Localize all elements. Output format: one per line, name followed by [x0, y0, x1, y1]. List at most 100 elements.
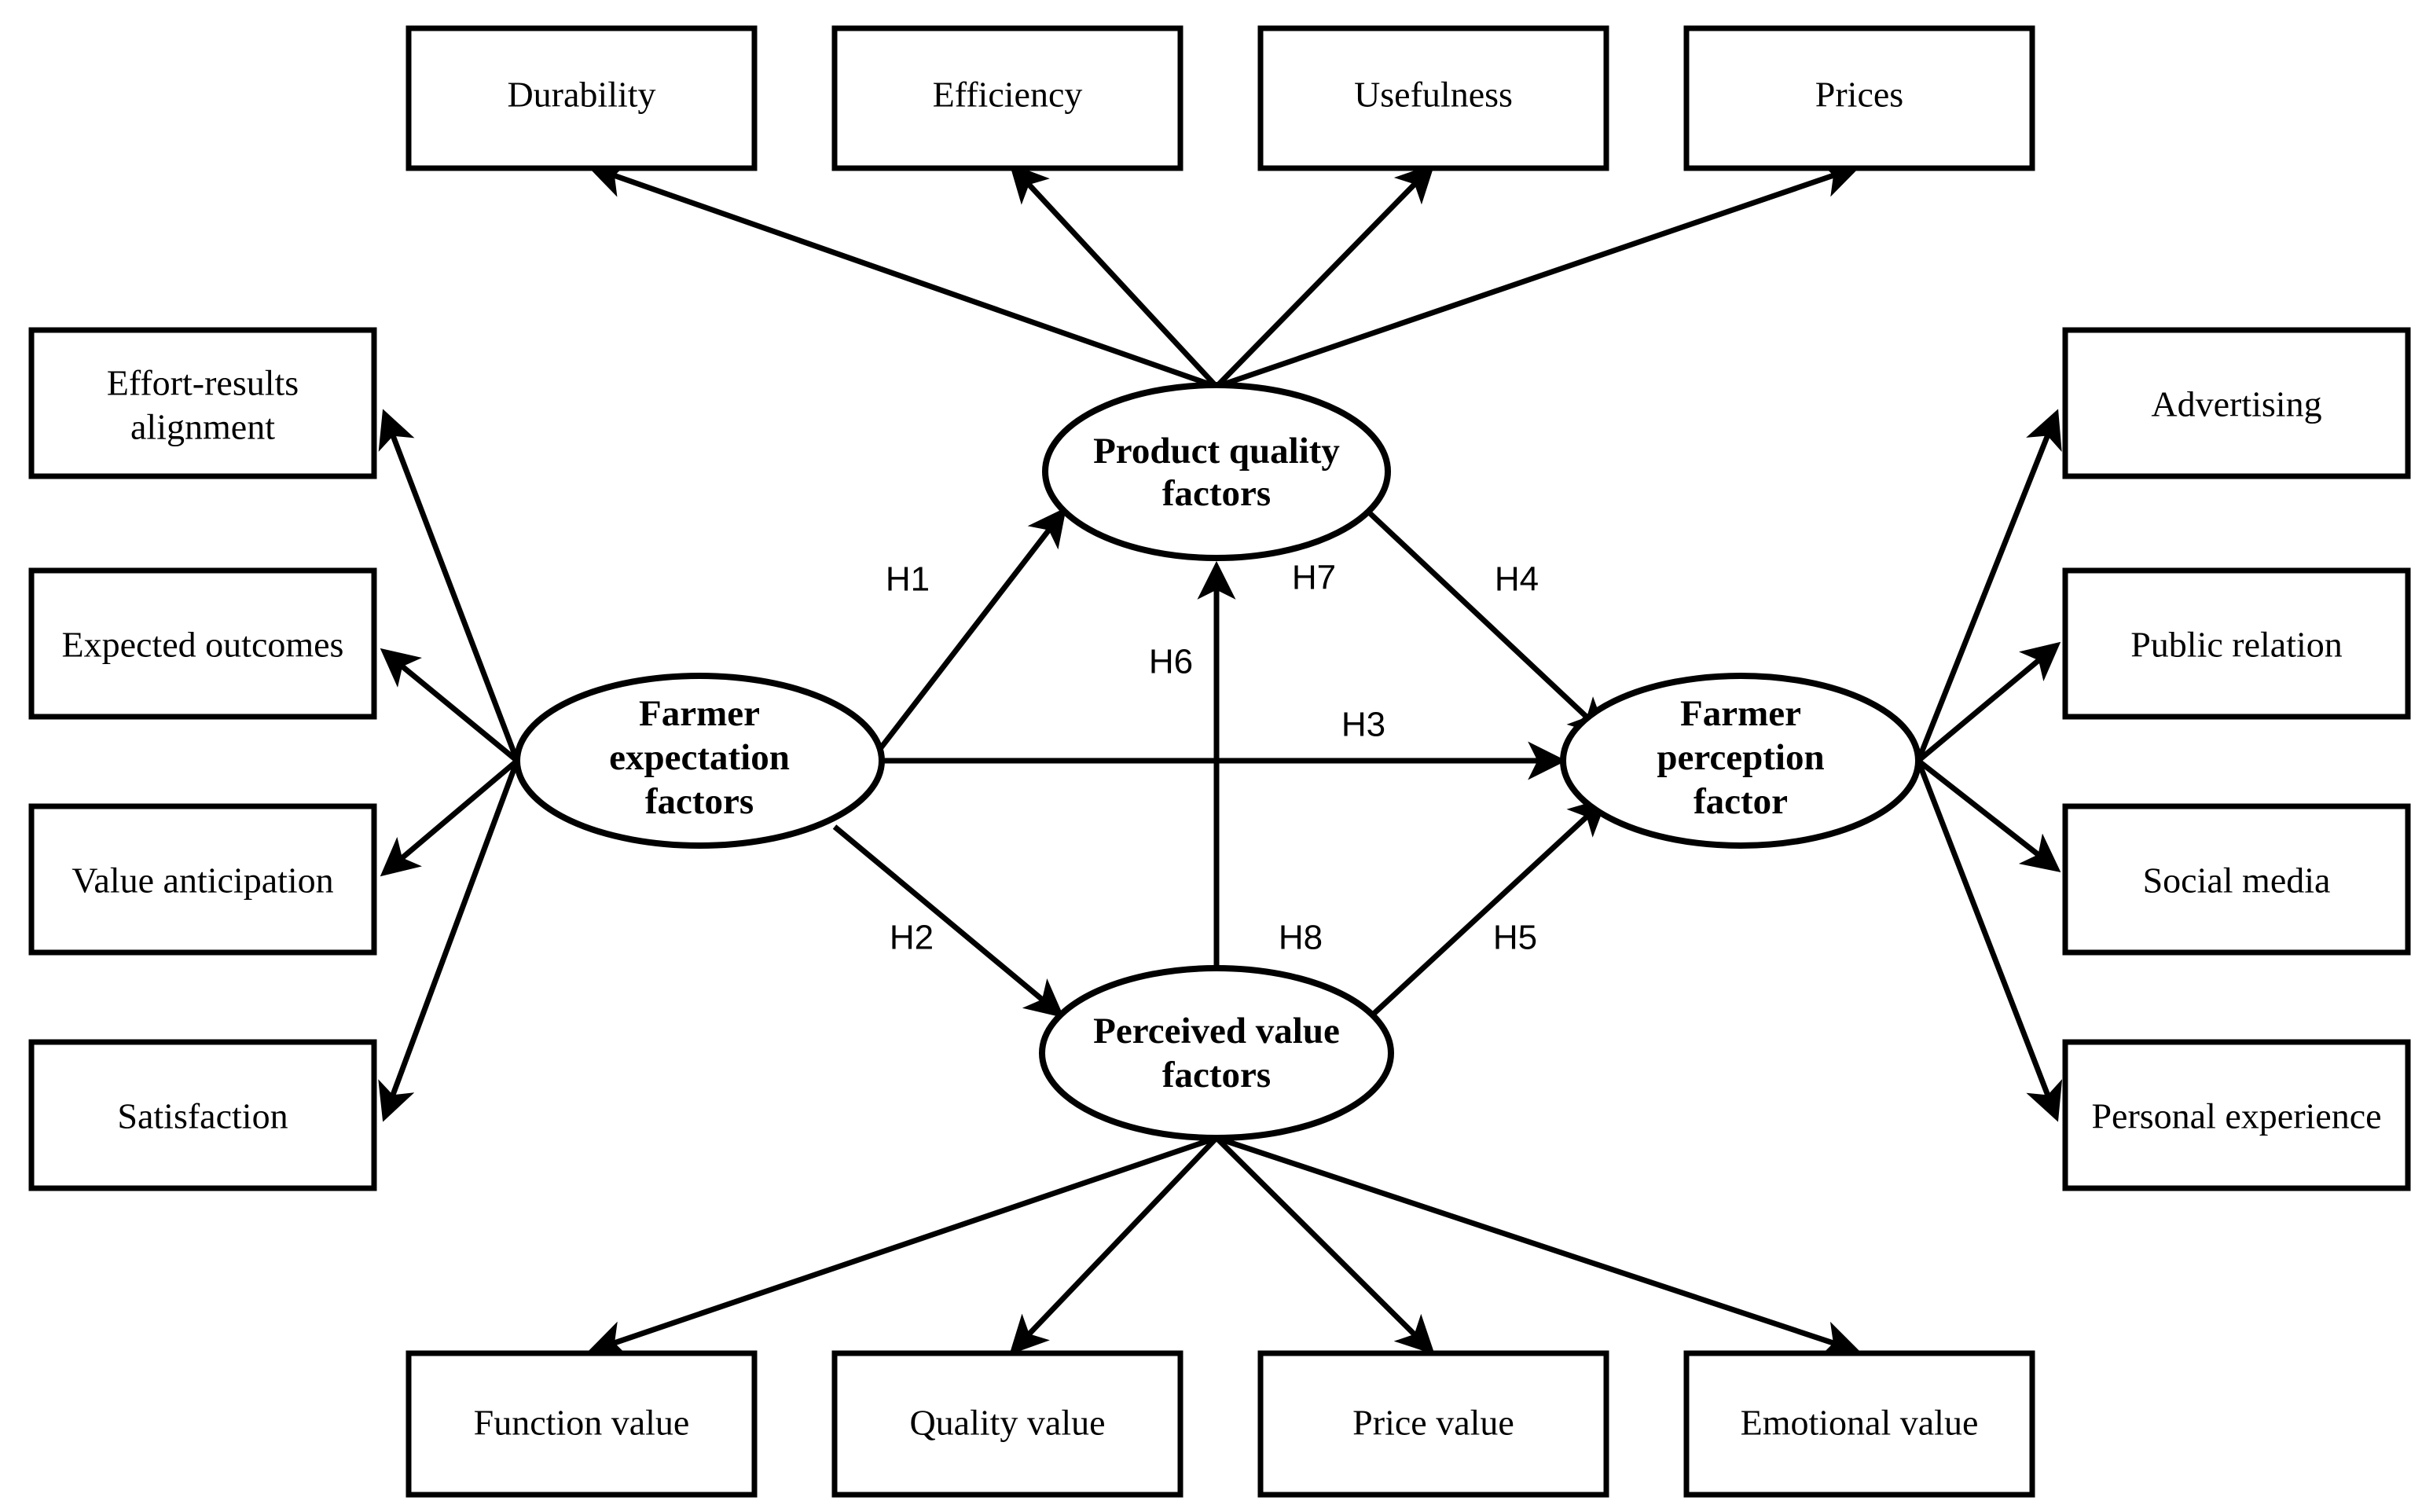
link-pv-price-value [1214, 1136, 1435, 1355]
hypothesis-label-h6: H6 [1149, 643, 1193, 681]
link-fe-satisfaction [378, 759, 520, 1122]
indicator-box-efficiency[interactable]: Efficiency [831, 25, 1183, 171]
indicator-box-emotional-value[interactable]: Emotional value [1683, 1350, 2035, 1498]
effort-results-alignment-rect[interactable] [28, 327, 377, 479]
efficiency-label: Efficiency [933, 75, 1083, 115]
construct-farmer-expectation-factors[interactable]: Farmer expectation factors [514, 673, 885, 849]
expected-outcomes-rect[interactable] [28, 567, 377, 720]
emotional-value-label: Emotional value [1741, 1403, 1979, 1443]
construct-perceived-value-factors[interactable]: Perceived value factors [1039, 965, 1394, 1141]
effort-results-alignment-label-line2: alignment [130, 407, 275, 447]
links-farmer-expectation-to-indicators [378, 409, 520, 1122]
indicator-box-satisfaction[interactable]: Satisfaction [28, 1039, 377, 1191]
usefulness-rect[interactable] [1257, 25, 1609, 171]
indicator-box-expected-outcomes[interactable]: Expected outcomes [28, 567, 377, 720]
expected-outcomes-label: Expected outcomes [62, 625, 344, 665]
personal-experience-label: Personal experience [2091, 1096, 2381, 1136]
efficiency-rect[interactable] [831, 25, 1183, 171]
links-product-quality-to-indicators [587, 160, 1861, 390]
indicator-box-effort-results-alignment[interactable]: Effort-results alignment [28, 327, 377, 479]
durability-label: Durability [507, 75, 655, 115]
hypothesis-label-h7: H7 [1292, 559, 1336, 597]
indicator-box-personal-experience[interactable]: Personal experience [2062, 1039, 2411, 1191]
social-media-rect[interactable] [2062, 803, 2411, 956]
indicator-box-prices[interactable]: Prices [1683, 25, 2035, 171]
effort-results-alignment-label-line1: Effort-results [107, 363, 299, 403]
link-pv-function-value [587, 1135, 1218, 1359]
farmer-expectation-factors-ellipse[interactable] [514, 673, 885, 849]
value-anticipation-label: Value anticipation [72, 861, 333, 901]
left-indicator-group: Effort-results alignment Expected outcom… [28, 327, 377, 1191]
link-fe-effort-results [378, 409, 520, 762]
satisfaction-rect[interactable] [28, 1039, 377, 1191]
links-perceived-value-to-indicators [587, 1135, 1861, 1359]
prices-rect[interactable] [1683, 25, 2035, 171]
advertising-label: Advertising [2151, 384, 2321, 424]
price-value-rect[interactable] [1257, 1350, 1609, 1498]
indicator-box-usefulness[interactable]: Usefulness [1257, 25, 1609, 171]
usefulness-label: Usefulness [1354, 75, 1513, 115]
indicator-box-durability[interactable]: Durability [406, 25, 758, 171]
path-h5 [1371, 797, 1608, 1016]
right-indicator-group: Advertising Public relation Social media… [2062, 327, 2411, 1191]
product-quality-factors-label-line2: factors [1162, 473, 1271, 514]
structural-paths [832, 507, 1608, 1018]
link-fp-personal-experience [1915, 759, 2063, 1122]
farmer-perception-factor-label-line2: perception [1657, 737, 1824, 778]
construct-group: Product quality factors Farmer expectati… [514, 382, 1921, 1141]
indicator-box-value-anticipation[interactable]: Value anticipation [28, 803, 377, 956]
construct-farmer-perception-factor[interactable]: Farmer perception factor [1560, 673, 1921, 849]
path-h2 [832, 824, 1065, 1018]
link-fp-advertising [1915, 409, 2062, 762]
hypothesis-label-h8: H8 [1279, 919, 1323, 957]
link-fe-value-anticipation [380, 758, 519, 877]
value-anticipation-rect[interactable] [28, 803, 377, 956]
path-h4 [1367, 510, 1608, 737]
link-pq-durability [587, 160, 1218, 390]
indicator-box-public-relation[interactable]: Public relation [2062, 567, 2411, 720]
prices-label: Prices [1815, 75, 1903, 115]
farmer-perception-factor-label-line3: factor [1694, 781, 1788, 822]
bottom-indicator-group: Function value Quality value Price value… [406, 1350, 2035, 1498]
link-fp-public-relation [1916, 641, 2061, 763]
indicator-box-price-value[interactable]: Price value [1257, 1350, 1609, 1498]
quality-value-rect[interactable] [831, 1350, 1183, 1498]
link-pv-emotional-value [1215, 1135, 1861, 1359]
link-fe-expected-outcomes [380, 648, 519, 763]
advertising-rect[interactable] [2062, 327, 2411, 479]
durability-rect[interactable] [406, 25, 758, 171]
public-relation-rect[interactable] [2062, 567, 2411, 720]
links-farmer-perception-to-indicators [1915, 409, 2063, 1122]
product-quality-factors-label-line1: Product quality [1093, 431, 1340, 472]
indicator-box-social-media[interactable]: Social media [2062, 803, 2411, 956]
satisfaction-label: Satisfaction [117, 1096, 288, 1136]
farmer-expectation-factors-label-line3: factors [645, 781, 754, 822]
quality-value-label: Quality value [909, 1403, 1105, 1443]
link-pq-prices [1215, 160, 1861, 390]
personal-experience-rect[interactable] [2062, 1039, 2411, 1191]
indicator-box-function-value[interactable]: Function value [406, 1350, 758, 1498]
indicator-box-quality-value[interactable]: Quality value [831, 1350, 1183, 1498]
farmer-perception-factor-ellipse[interactable] [1560, 673, 1921, 849]
construct-product-quality-factors[interactable]: Product quality factors [1042, 382, 1391, 561]
hypothesis-label-h2: H2 [890, 919, 934, 957]
link-pq-usefulness [1214, 163, 1435, 389]
link-fp-social-media [1916, 758, 2061, 873]
hypothesis-label-group: H1 H2 H3 H4 H5 H6 H7 H8 [886, 559, 1539, 957]
farmer-expectation-factors-label-line2: expectation [609, 737, 790, 778]
perceived-value-factors-label-line2: factors [1162, 1055, 1271, 1095]
link-pv-quality-value [1009, 1136, 1219, 1355]
indicator-box-advertising[interactable]: Advertising [2062, 327, 2411, 479]
perceived-value-factors-ellipse[interactable] [1039, 965, 1394, 1141]
hypothesis-label-h4: H4 [1495, 560, 1539, 599]
public-relation-label: Public relation [2130, 625, 2343, 665]
function-value-rect[interactable] [406, 1350, 758, 1498]
hypothesis-label-h5: H5 [1493, 919, 1537, 957]
top-indicator-group: Durability Efficiency Usefulness Prices [406, 25, 2035, 171]
emotional-value-rect[interactable] [1683, 1350, 2035, 1498]
farmer-expectation-factors-label-line1: Farmer [639, 693, 760, 734]
product-quality-factors-ellipse[interactable] [1042, 382, 1391, 561]
social-media-label: Social media [2143, 861, 2331, 901]
